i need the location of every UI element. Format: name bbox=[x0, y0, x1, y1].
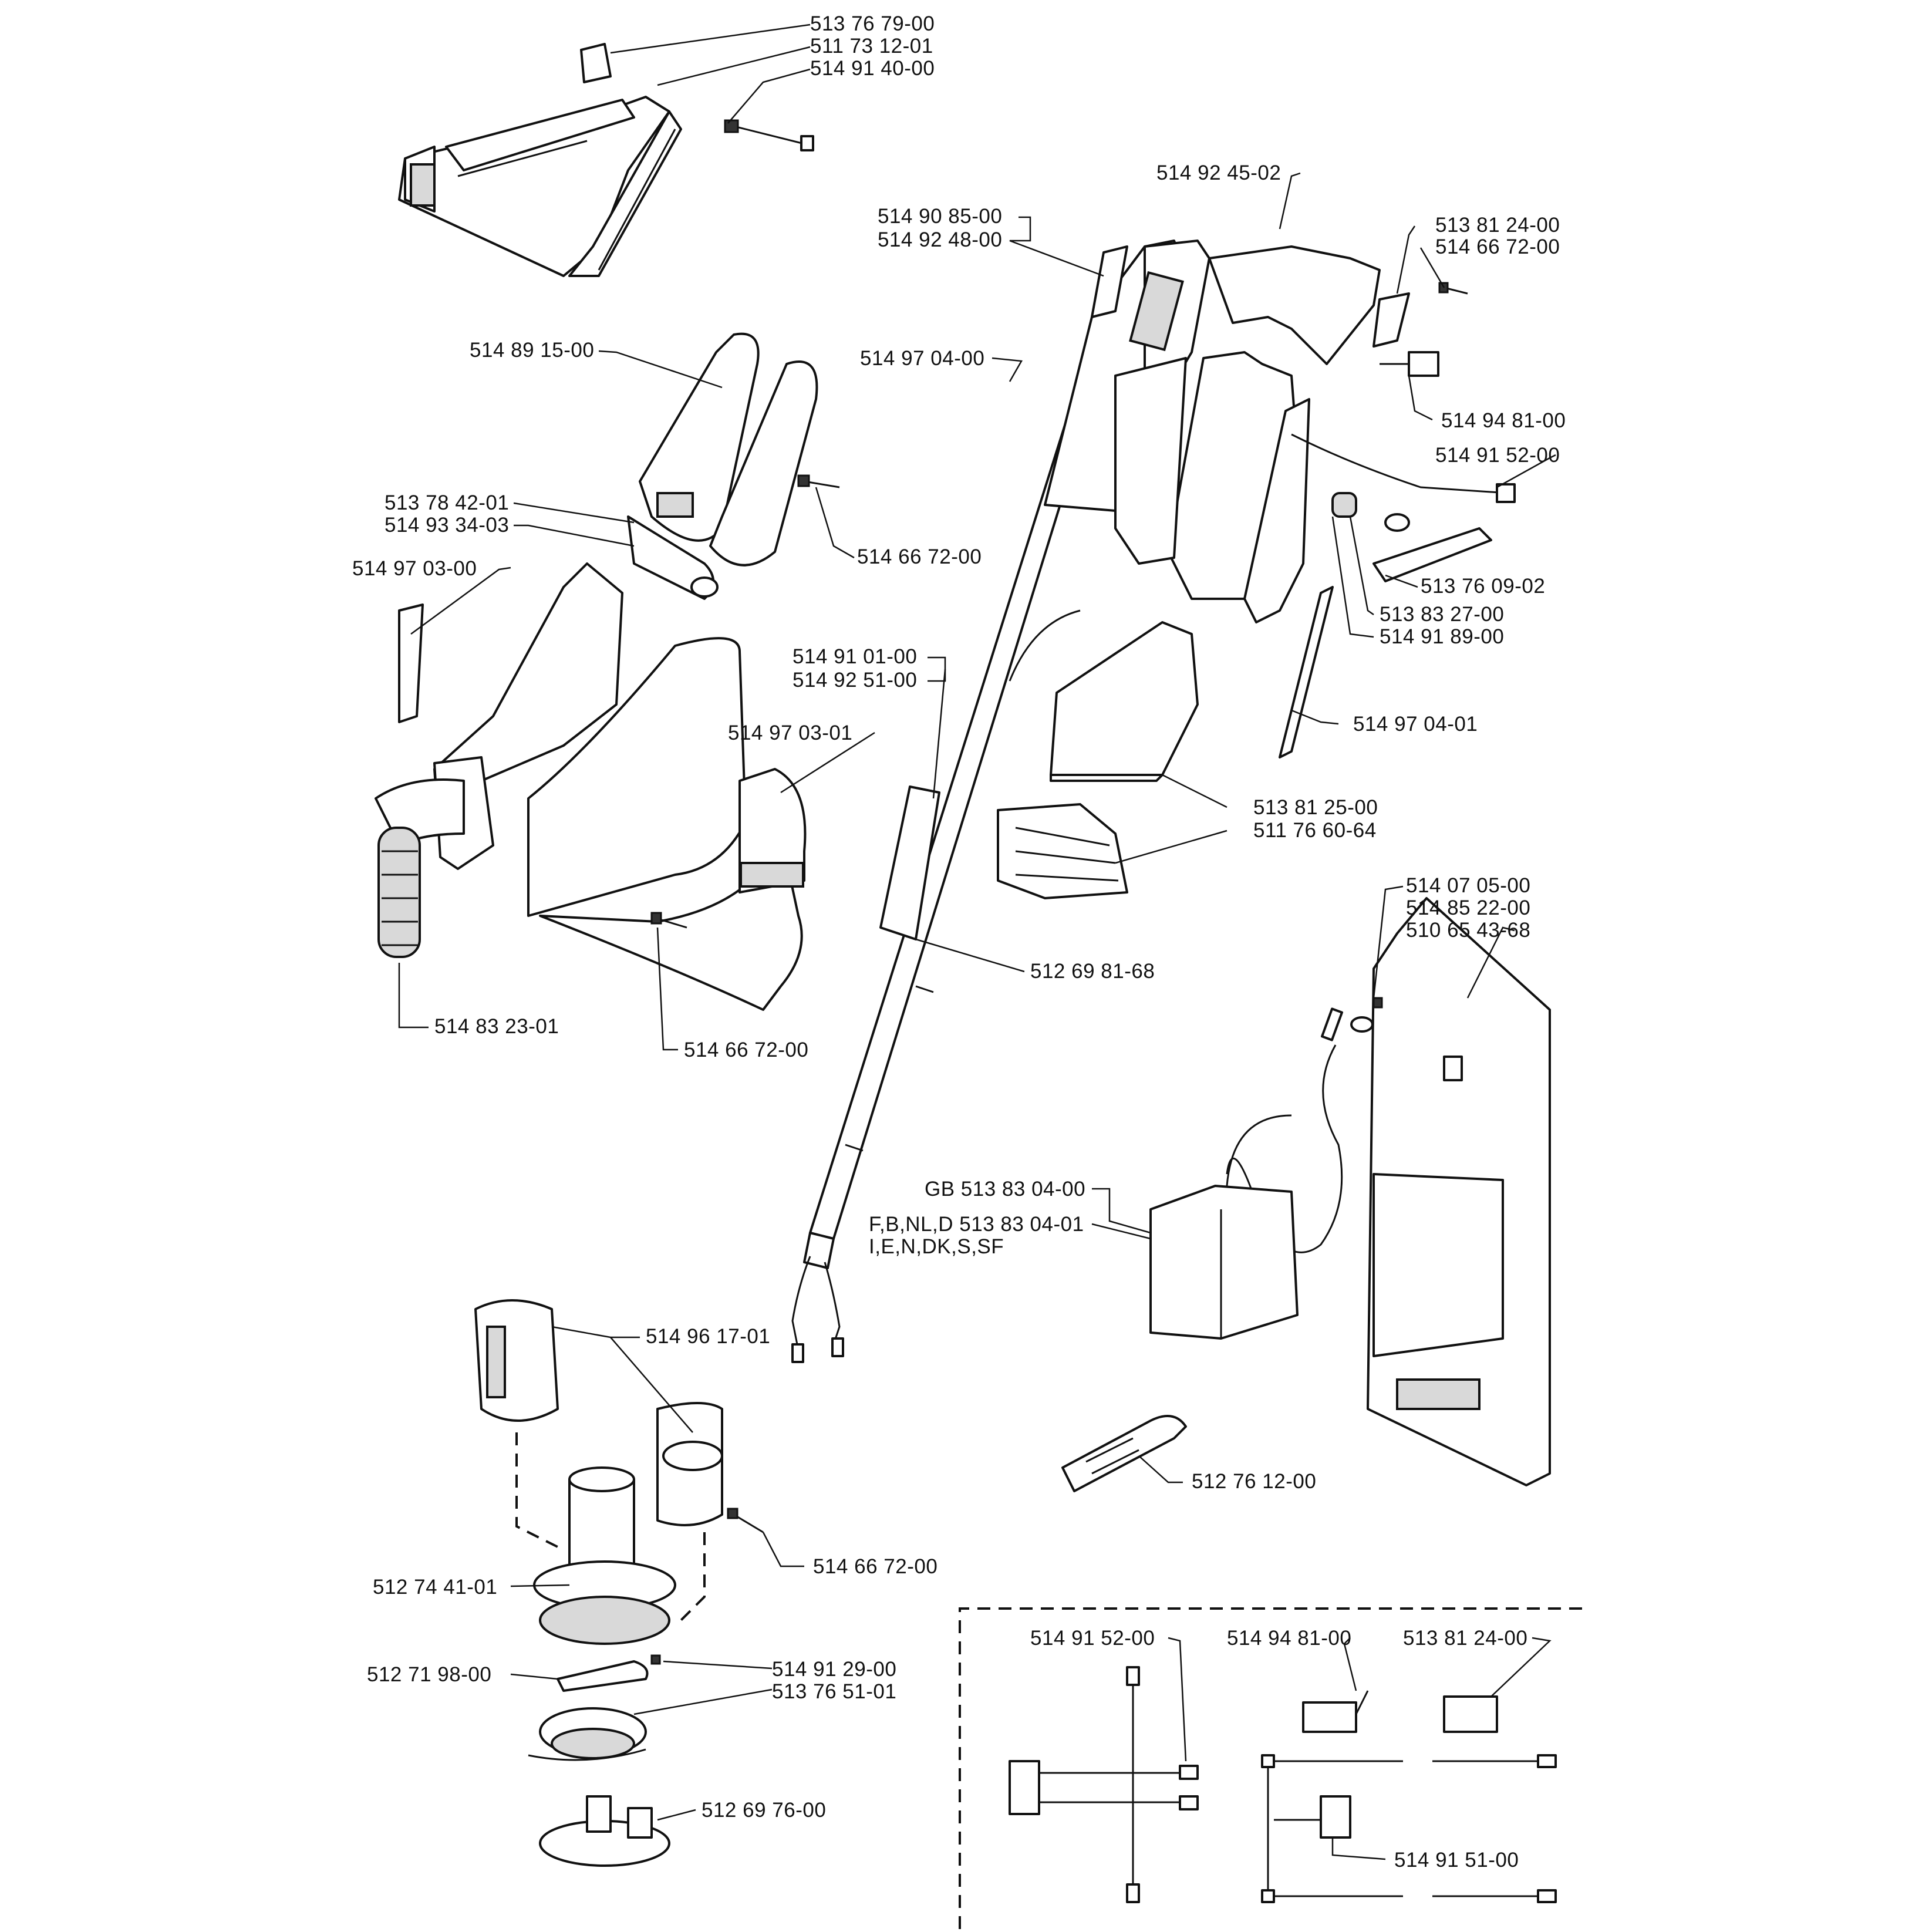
part-label-512-71-98-00: 512 71 98-00 bbox=[367, 1663, 492, 1686]
part-label-514-66-72-00-c: 514 66 72-00 bbox=[684, 1039, 809, 1061]
part-label-513-83-27-00: 513 83 27-00 bbox=[1380, 603, 1505, 626]
part-label-514-91-01-00: 514 91 01-00 bbox=[792, 645, 918, 668]
part-label-513-76-51-01: 513 76 51-01 bbox=[772, 1680, 897, 1703]
part-label-513-81-24-00-b: 513 81 24-00 bbox=[1403, 1627, 1528, 1650]
shaft-wires bbox=[791, 1256, 844, 1363]
part-label-513-81-24-00: 513 81 24-00 bbox=[1435, 214, 1560, 237]
part-label-514-91-51-00: 514 91 51-00 bbox=[1394, 1849, 1519, 1872]
part-label-514-92-45-02: 514 92 45-02 bbox=[1156, 161, 1281, 184]
spool-cap bbox=[539, 1795, 670, 1867]
body-label-right bbox=[1279, 586, 1334, 758]
guard-label-left bbox=[398, 603, 424, 723]
part-label-512-76-12-00: 512 76 12-00 bbox=[1192, 1470, 1317, 1493]
motor-bracket-left bbox=[474, 1299, 559, 1422]
part-label-514-66-72-00-b: 514 66 72-00 bbox=[857, 545, 982, 568]
part-label-514-85-22-00: 514 85 22-00 bbox=[1406, 896, 1531, 919]
part-label-514-89-15-00: 514 89 15-00 bbox=[470, 339, 595, 362]
motor-screw bbox=[727, 1508, 764, 1533]
switch-screw bbox=[1438, 282, 1468, 295]
wiring-detail-box bbox=[959, 1607, 1585, 1929]
screw-lower bbox=[650, 912, 687, 929]
wiring-harness-right bbox=[1261, 1754, 1557, 1903]
motor-fan bbox=[533, 1466, 676, 1645]
switch-cover-detail bbox=[1443, 1695, 1498, 1733]
charging-jack bbox=[1226, 997, 1383, 1253]
part-label-513-76-09-02: 513 76 09-02 bbox=[1421, 575, 1546, 598]
part-label-514-94-81-00: 514 94 81-00 bbox=[1441, 409, 1566, 432]
part-label-514-66-72-00-a: 514 66 72-00 bbox=[1435, 235, 1560, 258]
part-label-gb-513-83-04-00: GB 513 83 04-00 bbox=[925, 1178, 1086, 1201]
part-label-country-codes: I,E,N,DK,S,SF bbox=[869, 1235, 1004, 1258]
switch-cover bbox=[1372, 292, 1410, 348]
part-label-514-92-51-00: 514 92 51-00 bbox=[792, 669, 918, 692]
part-label-514-92-48-00: 514 92 48-00 bbox=[878, 228, 1003, 251]
housing-label-left bbox=[1091, 245, 1128, 318]
main-housing bbox=[1044, 240, 1381, 623]
part-label-514-97-03-00: 514 97 03-00 bbox=[352, 557, 477, 580]
screw-upper bbox=[797, 474, 840, 488]
line-feed-arm bbox=[557, 1654, 661, 1692]
part-label-514-91-89-00: 514 91 89-00 bbox=[1380, 625, 1505, 648]
wiring-harness-left bbox=[1009, 1666, 1199, 1903]
lower-housing bbox=[375, 562, 803, 1011]
part-label-514-93-34-03: 514 93 34-03 bbox=[385, 514, 510, 537]
handle-screw bbox=[724, 119, 814, 151]
motor-dashed-outline bbox=[515, 1432, 706, 1621]
part-label-513-81-25-00: 513 81 25-00 bbox=[1253, 796, 1378, 819]
motor-collar bbox=[627, 515, 719, 600]
part-label-514-90-85-00: 514 90 85-00 bbox=[878, 205, 1003, 228]
motor-bracket-right bbox=[656, 1402, 723, 1526]
part-label-514-94-81-00-b: 514 94 81-00 bbox=[1227, 1627, 1352, 1650]
part-label-511-76-60-64: 511 76 60-64 bbox=[1253, 819, 1377, 842]
trigger-spring bbox=[1331, 492, 1410, 532]
part-label-514-97-04-01: 514 97 04-01 bbox=[1353, 713, 1478, 736]
part-label-512-69-76-00: 512 69 76-00 bbox=[702, 1799, 827, 1822]
part-label-f-b-nl-d-513-83-04-01: F,B,NL,D 513 83 04-01 bbox=[869, 1213, 1084, 1236]
part-label-514-91-29-00: 514 91 29-00 bbox=[772, 1658, 897, 1681]
part-label-514-91-52-00-a: 514 91 52-00 bbox=[1435, 444, 1560, 467]
part-label-514-66-72-00-d: 514 66 72-00 bbox=[813, 1555, 938, 1578]
micro-switch-detail bbox=[1302, 1690, 1369, 1733]
handle-assembly bbox=[398, 43, 682, 277]
part-label-512-74-41-01: 512 74 41-01 bbox=[373, 1576, 498, 1599]
part-label-513-76-79-00: 513 76 79-00 bbox=[810, 12, 935, 35]
part-label-514-83-23-01: 514 83 23-01 bbox=[434, 1015, 559, 1038]
trigger bbox=[1372, 527, 1492, 582]
part-label-513-78-42-01: 513 78 42-01 bbox=[385, 491, 510, 514]
part-label-510-65-43-68: 510 65 43-68 bbox=[1406, 919, 1531, 942]
battery-cells bbox=[997, 803, 1128, 899]
wall-plug bbox=[1061, 1415, 1187, 1492]
part-label-511-73-12-01: 511 73 12-01 bbox=[810, 35, 933, 58]
leader-lines bbox=[398, 23, 1556, 1860]
upper-housing-halves bbox=[639, 332, 818, 567]
line-spool bbox=[528, 1707, 647, 1761]
part-label-514-91-40-00: 514 91 40-00 bbox=[810, 57, 935, 80]
wall-bracket bbox=[1367, 897, 1551, 1486]
part-label-512-69-81-68: 512 69 81-68 bbox=[1030, 960, 1155, 983]
part-label-514-97-04-00: 514 97 04-00 bbox=[860, 347, 985, 370]
part-label-514-97-03-01: 514 97 03-01 bbox=[728, 721, 853, 744]
part-label-514-07-05-00: 514 07 05-00 bbox=[1406, 874, 1531, 897]
part-label-514-91-52-00-b: 514 91 52-00 bbox=[1030, 1627, 1155, 1650]
line-spool-spring bbox=[377, 827, 421, 958]
micro-switch bbox=[1380, 351, 1439, 377]
battery-pack bbox=[1009, 609, 1199, 782]
guard-label-right bbox=[738, 768, 807, 893]
switch-harness bbox=[1291, 433, 1516, 503]
part-label-514-96-17-01: 514 96 17-01 bbox=[646, 1325, 771, 1348]
charger-transformer bbox=[1149, 1114, 1299, 1340]
